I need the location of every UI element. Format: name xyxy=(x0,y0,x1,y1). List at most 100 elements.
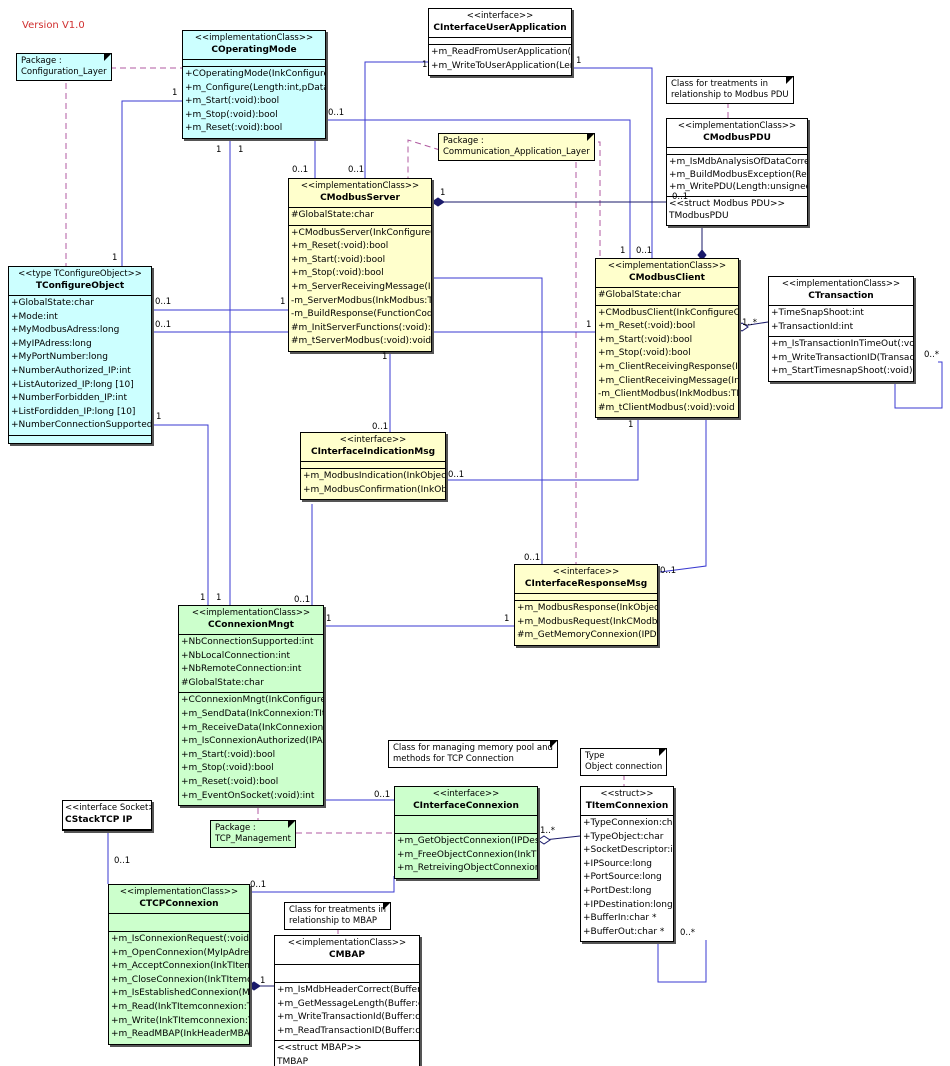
multiplicity-label: 1 xyxy=(586,320,592,330)
class-tcp-connexion[interactable]: <<implementationClass>>CTCPConnexion +m_… xyxy=(108,884,250,1045)
class-interface-connexion[interactable]: <<interface>>CInterfaceConnexion +m_GetO… xyxy=(394,786,538,879)
operation-section: +m_ReadFromUserApplication(Len +m_WriteT… xyxy=(429,45,571,75)
attribute-row: +PortDest:long xyxy=(583,885,652,896)
class-name: CMBAP xyxy=(329,950,365,960)
attribute-row: +NumberConnectionSupported:int xyxy=(11,420,152,431)
class-connexion-mngt[interactable]: <<implementationClass>>CConnexionMngt +N… xyxy=(178,605,324,807)
class-configure-object[interactable]: <<type TConfigureObject>>TConfigureObjec… xyxy=(8,266,152,444)
odiamond-transaction xyxy=(735,322,749,332)
operation-row: +m_GetObjectConnexion(IPDest:ur xyxy=(397,836,538,846)
multiplicity-label: 1 xyxy=(260,976,266,986)
class-name: CModbusClient xyxy=(629,273,705,283)
note-mbap: Class for treatments in relationship to … xyxy=(284,902,391,930)
operation-row: +m_Reset(:void):bool xyxy=(181,776,279,787)
attribute-row: +MyModbusAdress:long xyxy=(11,325,120,336)
multiplicity-label: 1 xyxy=(620,246,626,256)
note-line: relationship to Modbus PDU xyxy=(671,90,789,100)
attribute-row: +IPSource:long xyxy=(583,858,652,869)
attribute-row: +NbConnectionSupported:int xyxy=(181,637,314,647)
class-stereotype: <<struct>> xyxy=(600,789,654,799)
multiplicity-label: 0..* xyxy=(924,350,940,360)
attribute-section: +TypeConnexion:char +TypeObject:char +So… xyxy=(581,816,673,941)
class-stack-tcp-ip[interactable]: <<interface Socket>>CStackTCP IP xyxy=(62,800,152,831)
assoc-opmode-config xyxy=(121,100,182,266)
multiplicity-label: 1..* xyxy=(742,318,758,328)
operation-row: +CConnexionMngt(InkConfigureOb xyxy=(181,695,324,706)
class-name: CTransaction xyxy=(808,291,874,301)
multiplicity-label: 1 xyxy=(440,188,446,198)
operation-row: +m_Write(InkTItemconnexion:TIte xyxy=(111,1015,250,1026)
operation-row: +m_ModbusConfirmation(InkObjec xyxy=(303,484,446,495)
attribute-section: +GlobalState:char +Mode:int +MyModbusAdr… xyxy=(9,296,151,436)
class-operating-mode[interactable]: <<implementationClass>>COperatingMode +C… xyxy=(182,30,326,139)
operation-row: +m_Reset(:void):bool xyxy=(291,241,389,252)
assoc-userapp-server xyxy=(364,61,428,178)
note-line: TCP_Management xyxy=(215,834,291,844)
note-line: Configuration_Layer xyxy=(21,67,107,77)
operation-row: +m_IsMdbAnalysisOfDataCorrect(N xyxy=(669,157,808,167)
attribute-section: #GlobalState:char xyxy=(596,288,738,306)
class-stereotype: <<interface>> xyxy=(339,435,407,445)
attribute-section xyxy=(109,914,249,932)
note-anchor-comm xyxy=(407,139,441,178)
operation-row: +m_FreeObjectConnexion(InkTIten xyxy=(397,849,537,860)
operation-row: +m_GetMessageLength(Buffer:cha xyxy=(277,998,420,1009)
operation-row: +m_Start(:void):bool xyxy=(181,749,276,760)
note-line: Package : xyxy=(21,56,62,66)
multiplicity-label: 1 xyxy=(156,412,162,422)
operation-row: +m_ModbusIndication(InkObject:TIt xyxy=(303,471,446,481)
multiplicity-label: 0..1 xyxy=(348,165,365,175)
class-transaction[interactable]: <<implementationClass>>CTransaction +Tim… xyxy=(768,276,914,382)
operation-row: +m_Stop(:void):bool xyxy=(291,268,384,279)
attribute-row: +BufferOut:char * xyxy=(583,926,665,937)
version-label: Version V1.0 xyxy=(22,20,85,31)
class-modbus-pdu[interactable]: <<implementationClass>>CModbusPDU +m_IsM… xyxy=(666,118,808,226)
class-modbus-server[interactable]: <<implementationClass>>CModbusServer #Gl… xyxy=(288,178,432,352)
class-interface-indication-msg[interactable]: <<interface>>CInterfaceIndicationMsg +m_… xyxy=(300,432,446,501)
operation-section: +m_ModbusResponse(InkObject:T +m_ModbusR… xyxy=(515,601,657,645)
operation-row: +m_IsConnexionRequest(:void):b xyxy=(111,934,250,944)
note-line: Package : xyxy=(215,823,256,833)
attribute-row: +ListAutorized_IP:long [10] xyxy=(11,379,134,390)
attribute-row: #GlobalState:char xyxy=(598,290,681,300)
diamond-tcp xyxy=(247,981,261,991)
operation-section: +m_IsMdbAnalysisOfDataCorrect(N +m_Build… xyxy=(667,155,807,197)
operation-row: +CModbusClient(InkConfigureObje xyxy=(598,307,739,318)
attribute-section xyxy=(667,148,807,155)
operation-row: +m_AcceptConnexion(InkTItemco xyxy=(111,961,250,972)
operation-row: +m_ReadTransactionID(Buffer:cha xyxy=(277,1025,420,1036)
class-interface-response-msg[interactable]: <<interface>>CInterfaceResponseMsg +m_Mo… xyxy=(514,564,658,646)
attribute-row: +TypeObject:char xyxy=(583,831,664,842)
class-stereotype: <<interface>> xyxy=(432,789,500,799)
operation-row: +m_ModbusResponse(InkObject:T xyxy=(517,603,658,613)
class-name: COperatingMode xyxy=(211,45,297,55)
operation-row: +m_StartTimesnapShoot(:void):int xyxy=(771,366,914,377)
odiamond-item xyxy=(537,835,551,845)
multiplicity-label: 0..1 xyxy=(155,320,172,330)
operation-row: +m_Stop(:void):bool xyxy=(598,348,691,359)
class-mbap[interactable]: <<implementationClass>>CMBAP +m_IsMdbHea… xyxy=(274,935,420,1066)
class-name: CInterfaceUserApplication xyxy=(433,23,567,33)
operation-section: +CModbusServer(InkConfigureObje +m_Reset… xyxy=(289,226,431,351)
operation-row: #m_GetMemoryConnexion(IPDest: xyxy=(517,630,658,641)
multiplicity-label: 0..1 xyxy=(114,856,131,866)
class-modbus-client[interactable]: <<implementationClass>>CModbusClient #Gl… xyxy=(595,258,739,419)
operation-row: +m_ReadFromUserApplication(Len xyxy=(431,47,572,57)
operation-row: +m_SendData(InkConnexion:TIterr xyxy=(181,708,324,719)
attribute-row: +MyPortNumber:long xyxy=(11,352,108,363)
operation-row: +m_IsEstablishedConnexion(MyIp xyxy=(111,988,250,999)
operation-row: #m_tClientModbus(:void):void xyxy=(598,402,735,413)
attribute-row: +NumberAuthorized_IP:int xyxy=(11,365,131,376)
class-name: CConnexionMngt xyxy=(208,620,294,630)
note-comm-layer: Package : Communication_Application_Laye… xyxy=(438,133,595,161)
class-name: CInterfaceResponseMsg xyxy=(524,579,648,589)
operation-section: +m_IsMdbHeaderCorrect(Buffer:ch +m_GetMe… xyxy=(275,983,420,1042)
operation-row: -m_ServerModbus(InkModbus:TIter xyxy=(291,295,432,306)
multiplicity-label: 1 xyxy=(200,593,206,603)
class-item-connexion[interactable]: <<struct>>TItemConnexion +TypeConnexion:… xyxy=(580,786,674,943)
multiplicity-label: 1 xyxy=(422,60,428,70)
class-interface-user-application[interactable]: <<interface>>CInterfaceUserApplication +… xyxy=(428,8,572,77)
operation-row: +m_ServerReceivingMessage(InkM xyxy=(291,281,431,292)
note-tcp-management: Package : TCP_Management xyxy=(210,820,296,848)
